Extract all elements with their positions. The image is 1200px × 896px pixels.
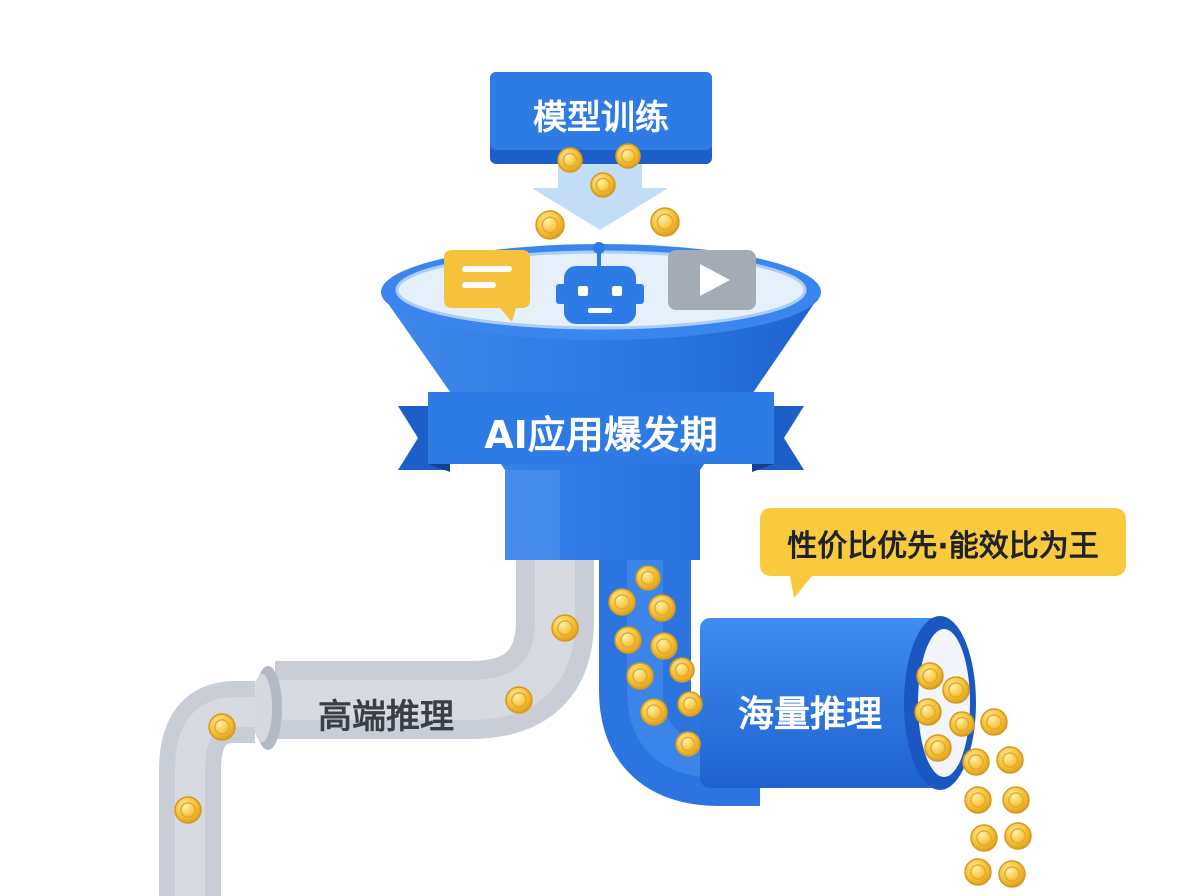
coin-icon xyxy=(916,662,944,690)
video-play-icon xyxy=(668,250,756,310)
coin-icon xyxy=(677,691,703,717)
banner-label: AI应用爆发期 xyxy=(484,413,718,457)
coin-icon xyxy=(615,143,641,169)
coin-icon xyxy=(551,614,579,642)
robot-icon xyxy=(556,242,644,324)
coin-icon xyxy=(675,731,701,757)
coin-icon xyxy=(590,172,616,198)
coin-icon xyxy=(174,796,202,824)
coin-icon xyxy=(640,698,668,726)
coin-icon xyxy=(608,588,636,616)
chat-bubble-icon xyxy=(444,250,530,322)
coin-icon xyxy=(980,708,1008,736)
coin-icon xyxy=(505,686,533,714)
coin-icon xyxy=(650,207,680,237)
coin-icon xyxy=(648,594,676,622)
coin-icon xyxy=(557,147,583,173)
coin-icon xyxy=(535,210,565,240)
coin-icon xyxy=(964,786,992,814)
training-label: 模型训练 xyxy=(533,98,669,138)
coin-icon xyxy=(669,657,695,683)
coin-icon xyxy=(924,734,952,762)
right-pipe-label: 海量推理 xyxy=(738,694,883,735)
coin-icon xyxy=(998,860,1026,888)
coin-icon xyxy=(208,713,236,741)
banner-ribbon xyxy=(398,392,804,472)
coin-icon xyxy=(914,698,942,726)
coin-icon xyxy=(1002,786,1030,814)
coin-icon xyxy=(626,662,654,690)
coin-icon xyxy=(1004,822,1032,850)
training-box xyxy=(490,72,712,164)
coin-icon xyxy=(949,711,975,737)
coin-icon xyxy=(635,565,661,591)
coin-icon xyxy=(962,748,990,776)
left-pipe-label: 高端推理 xyxy=(318,697,454,737)
coin-icon xyxy=(970,824,998,852)
callout-bubble xyxy=(760,508,1126,598)
coin-icon xyxy=(942,676,970,704)
coins-layer xyxy=(174,143,1032,888)
coin-icon xyxy=(614,626,642,654)
coin-icon xyxy=(964,858,992,886)
callout-label: 性价比优先·能效比为王 xyxy=(787,529,1099,564)
coin-icon xyxy=(650,632,678,660)
coin-icon xyxy=(996,746,1024,774)
